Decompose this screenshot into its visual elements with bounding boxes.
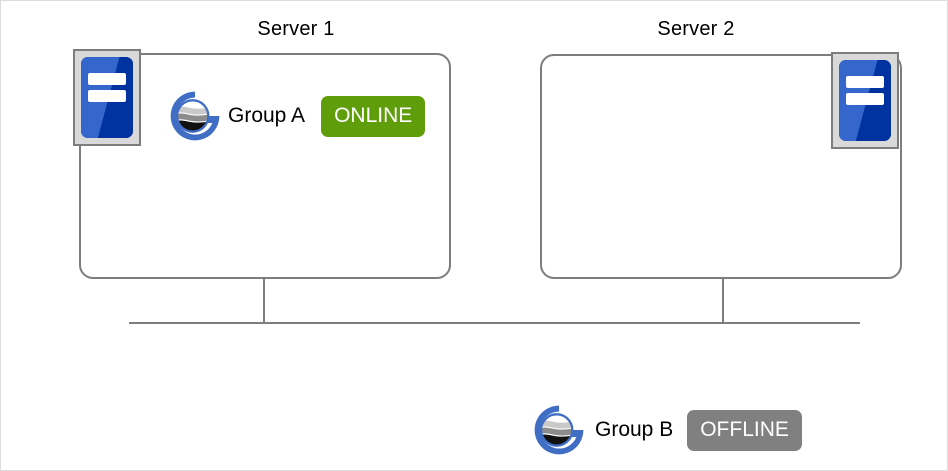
group-globe-logo-icon — [534, 405, 584, 455]
server-2-network-connector — [722, 279, 724, 323]
group-a-status-badge[interactable]: ONLINE — [321, 95, 426, 137]
server-icon-led-top — [846, 76, 884, 88]
server-1-title: Server 1 — [257, 18, 335, 40]
server-icon-led-bottom — [846, 93, 884, 105]
network-bus-line — [129, 322, 860, 324]
group-b-row[interactable]: Group B OFFLINE — [529, 401, 802, 459]
group-a-label: Group A — [228, 104, 306, 127]
group-a-row[interactable]: Group A ONLINE — [166, 87, 426, 145]
group-b-status-badge[interactable]: OFFLINE — [687, 409, 802, 451]
server-icon-led-top — [88, 73, 126, 85]
server-icon-body — [839, 60, 891, 141]
server-icon-led-bottom — [88, 90, 126, 102]
group-globe-logo-icon — [170, 91, 220, 141]
server-hardware-icon — [831, 52, 899, 149]
server-1-chassis[interactable] — [79, 53, 451, 279]
server-1-network-connector — [263, 279, 265, 323]
server-icon-body — [81, 57, 133, 138]
server-hardware-icon — [73, 49, 141, 146]
group-b-label: Group B — [595, 418, 674, 441]
server-2-title: Server 2 — [657, 18, 735, 40]
